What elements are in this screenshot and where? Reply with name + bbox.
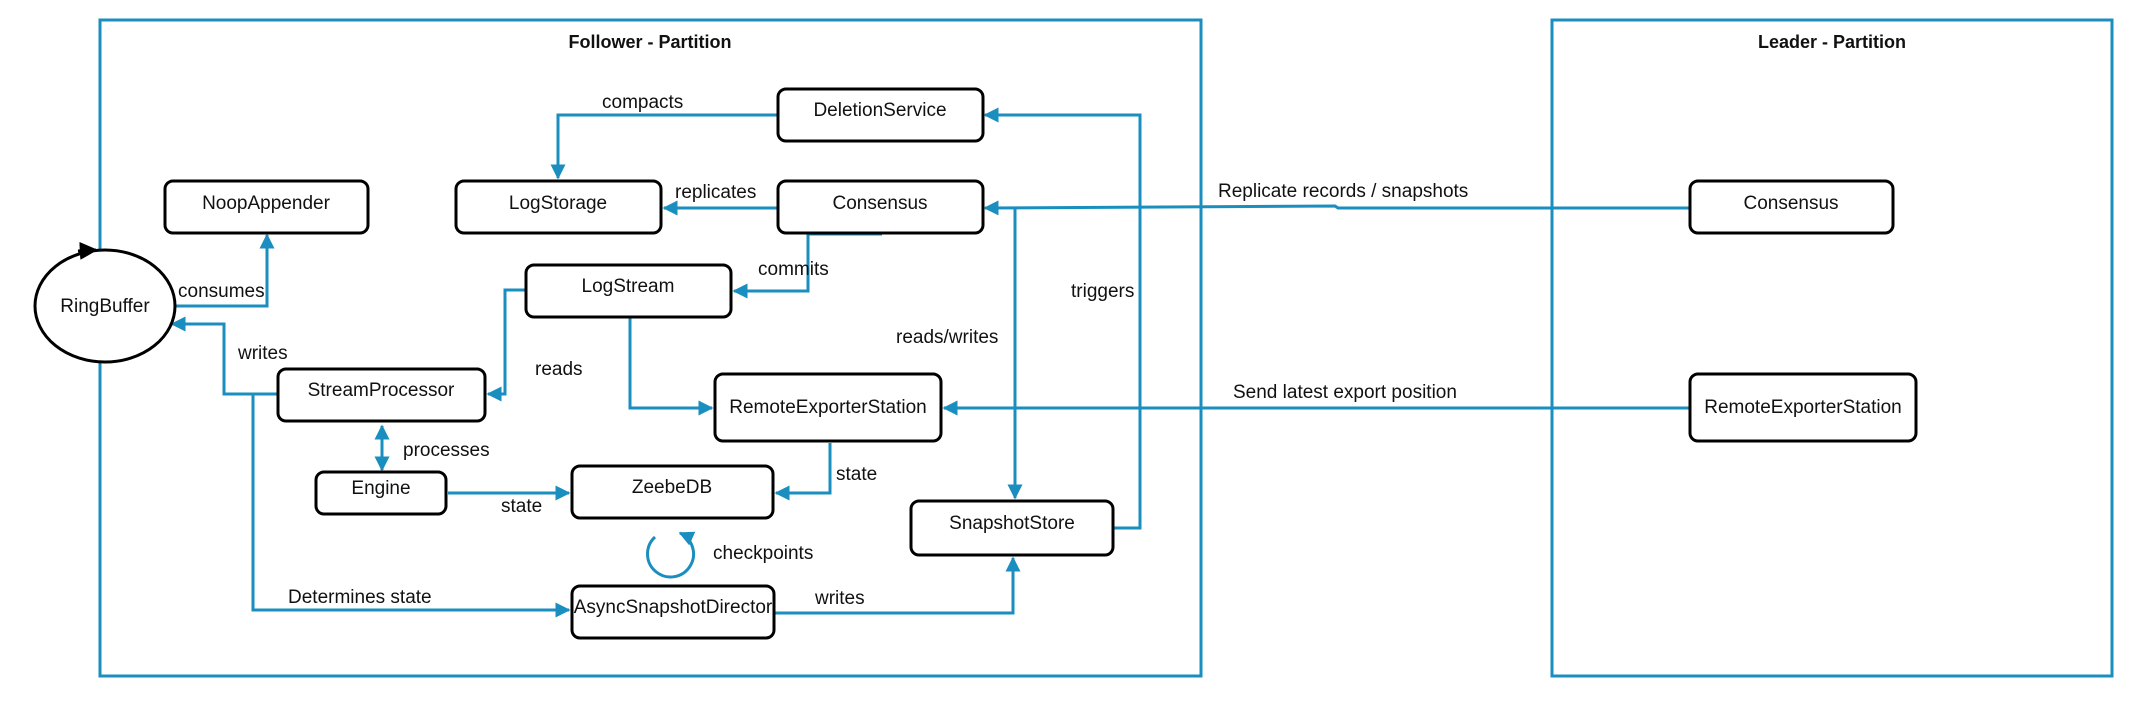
label-compacts: compacts	[602, 92, 683, 113]
edge-logstream-exporter	[628, 318, 714, 416]
snapshot-store-node[interactable]: SnapshotStore	[909, 499, 1115, 557]
edge-determines-state	[251, 394, 571, 618]
log-storage-node[interactable]: LogStorage	[454, 179, 663, 235]
edge-consumes	[172, 233, 275, 308]
engine-label: Engine	[351, 478, 410, 499]
consensus-label: Consensus	[832, 193, 927, 214]
log-stream-node[interactable]: LogStream	[524, 263, 733, 319]
deletion-service-node[interactable]: DeletionService	[776, 87, 985, 143]
edge-state-remote	[774, 443, 832, 501]
edge-replicate-records	[983, 200, 1690, 216]
label-checkpoints: checkpoints	[713, 543, 813, 564]
noop-appender-node[interactable]: NoopAppender	[163, 179, 370, 235]
log-storage-label: LogStorage	[509, 193, 607, 214]
label-triggers: triggers	[1071, 281, 1134, 302]
label-state-engine: state	[501, 496, 542, 517]
label-writes-ringbuffer: writes	[237, 343, 288, 364]
label-commits: commits	[758, 259, 829, 280]
checkpoints-loop-icon	[646, 531, 696, 579]
ring-buffer-arrow-icon	[77, 241, 98, 260]
label-processes: processes	[403, 440, 490, 461]
leader-consensus-label: Consensus	[1743, 193, 1838, 214]
zeebe-db-label: ZeebeDB	[632, 477, 712, 498]
leader-partition-title: Leader - Partition	[1758, 32, 1906, 52]
label-replicates: replicates	[675, 182, 756, 203]
ring-buffer-node[interactable]: RingBuffer	[33, 241, 177, 364]
async-snapshot-director-node[interactable]: AsyncSnapshotDirector	[570, 584, 776, 640]
label-writes-snapshot: writes	[814, 588, 865, 609]
edge-writes-ringbuffer	[170, 316, 278, 396]
leader-partition: Leader - Partition	[1550, 18, 2114, 678]
label-reads-writes: reads/writes	[896, 327, 998, 348]
label-reads: reads	[535, 359, 583, 380]
noop-appender-label: NoopAppender	[202, 193, 330, 214]
edge-labels: compacts replicates consumes commits wri…	[178, 92, 1468, 609]
leader-remote-exporter-station-label: RemoteExporterStation	[1704, 397, 1902, 418]
snapshot-store-label: SnapshotStore	[949, 513, 1075, 534]
deletion-service-label: DeletionService	[813, 100, 946, 121]
stream-processor-node[interactable]: StreamProcessor	[276, 367, 487, 423]
follower-partition-title: Follower - Partition	[568, 32, 731, 52]
log-stream-label: LogStream	[582, 276, 675, 297]
edge-writes-snapshot	[774, 556, 1021, 615]
label-replicate-records: Replicate records / snapshots	[1218, 181, 1468, 202]
label-determines-state: Determines state	[288, 587, 432, 608]
engine-node[interactable]: Engine	[314, 470, 448, 516]
label-send-export-position: Send latest export position	[1233, 382, 1457, 403]
remote-exporter-station-node[interactable]: RemoteExporterStation	[713, 372, 943, 443]
zeebe-db-node[interactable]: ZeebeDB	[570, 464, 775, 520]
leader-consensus-node[interactable]: Consensus	[1688, 179, 1895, 235]
label-state-remote: state	[836, 464, 877, 485]
leader-remote-exporter-station-node[interactable]: RemoteExporterStation	[1688, 372, 1918, 443]
consensus-node[interactable]: Consensus	[776, 179, 985, 235]
edge-triggers	[983, 107, 1142, 530]
edge-compacts	[550, 113, 778, 180]
label-consumes: consumes	[178, 281, 265, 302]
ring-buffer-label: RingBuffer	[60, 296, 150, 317]
stream-processor-label: StreamProcessor	[308, 380, 455, 401]
async-snapshot-director-label: AsyncSnapshotDirector	[574, 597, 773, 618]
edge-reads	[486, 288, 526, 402]
remote-exporter-station-label: RemoteExporterStation	[729, 397, 927, 418]
